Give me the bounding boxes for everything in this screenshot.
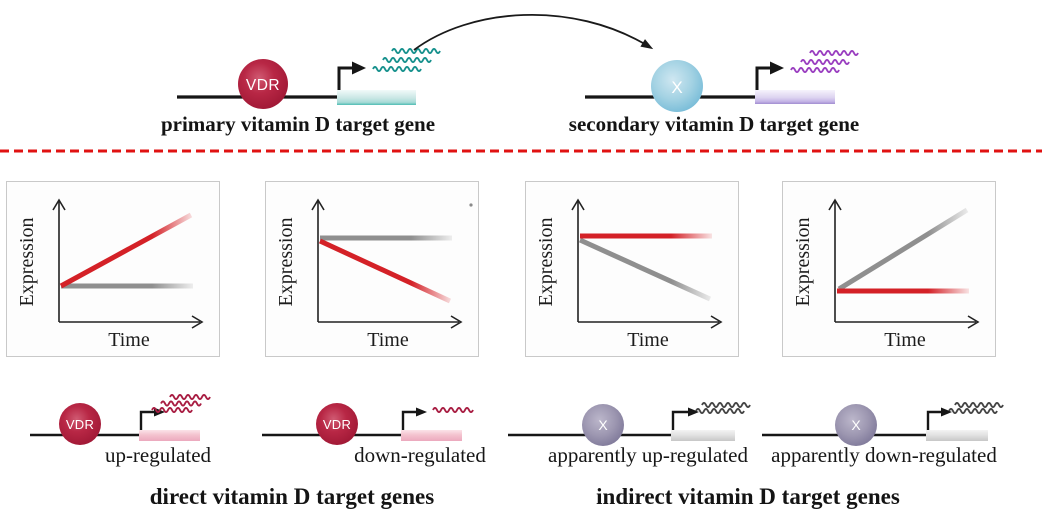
factor-x-circle: [582, 404, 624, 446]
y-axis-label: Expression: [16, 218, 38, 307]
axes: [577, 201, 719, 323]
curved-arrowhead-icon: [640, 39, 654, 50]
plot-2-svg: Expression Time: [275, 198, 473, 351]
transcription-start-arrow: [139, 410, 154, 430]
axes: [317, 201, 459, 323]
y-axis-label: Expression: [535, 218, 557, 307]
x-axis-arrow-icon: [967, 315, 980, 329]
mrna-squiggle-gray: [954, 401, 1004, 409]
transcription-start-arrow: [337, 66, 352, 90]
regulation-caption: down-regulated: [354, 443, 486, 467]
gene-body-pink: [139, 430, 200, 441]
top-diagram: VDR primary vitamin D target gene X seco…: [0, 13, 1042, 153]
factor-x-label: X: [851, 417, 861, 433]
vdr-factor-label: VDR: [246, 77, 280, 94]
transcription-start-arrow: [401, 410, 416, 430]
mrna-squiggle-purple: [800, 58, 850, 66]
vdr-factor-circle: [59, 403, 101, 445]
gray-rising-line: [837, 207, 969, 292]
mrna-squiggle-gray: [695, 407, 745, 415]
factor-x-label: X: [671, 78, 682, 97]
red-rising-line: [59, 212, 193, 289]
x-axis-label: Time: [884, 329, 926, 351]
y-axis-label: Expression: [792, 218, 814, 307]
primary-gene-caption: primary vitamin D target gene: [161, 112, 435, 136]
regulation-caption: apparently down-regulated: [771, 443, 997, 467]
direct-group-title: direct vitamin D target genes: [150, 484, 434, 509]
indirect-down-regulated-diagram: X apparently down-regulated: [762, 401, 1004, 467]
transcription-arrowhead-icon: [941, 407, 952, 417]
mrna-squiggle-purple: [809, 49, 859, 57]
y-axis-arrow-icon: [52, 198, 66, 211]
gene-body-pink: [401, 430, 462, 441]
direct-up-regulated-diagram: VDR up-regulated: [30, 393, 212, 467]
regulation-caption: apparently up-regulated: [548, 443, 748, 467]
vdr-factor-circle: [316, 403, 358, 445]
mrna-squiggle-teal: [382, 56, 432, 64]
expression-plot-2: Expression Time: [265, 181, 479, 357]
plot-4-svg: Expression Time: [792, 198, 980, 351]
stray-dot: [469, 203, 473, 207]
transcription-arrowhead-icon: [352, 61, 366, 75]
x-axis-label: Time: [627, 329, 669, 351]
mrna-squiggle-crimson: [432, 406, 474, 414]
axes: [58, 201, 200, 323]
axes: [834, 201, 976, 323]
plot-1-svg: Expression Time: [16, 198, 204, 351]
factor-x-circle: [651, 60, 703, 112]
expression-plot-4: Expression Time: [782, 181, 996, 357]
gene-body-purple: [755, 90, 835, 104]
indirect-up-regulated-diagram: X apparently up-regulated: [508, 401, 751, 467]
direct-down-regulated-diagram: VDR down-regulated: [262, 403, 486, 467]
factor-x-circle: [835, 404, 877, 446]
y-axis-arrow-icon: [571, 198, 585, 211]
vdr-factor-circle: [238, 59, 288, 109]
mrna-squiggle-purple: [790, 66, 840, 74]
x-axis-arrow-icon: [450, 315, 463, 329]
x-axis-arrow-icon: [191, 315, 204, 329]
gene-body-gray: [926, 430, 988, 441]
indirect-group-title: indirect vitamin D target genes: [596, 484, 900, 509]
y-axis-label: Expression: [275, 218, 297, 307]
mrna-squiggle-gray: [701, 401, 751, 409]
x-axis-label: Time: [108, 329, 150, 351]
induction-curved-arrow: [413, 13, 649, 51]
secondary-gene-diagram: X secondary vitamin D target gene: [569, 49, 859, 136]
secondary-gene-caption: secondary vitamin D target gene: [569, 112, 859, 136]
gray-falling-line: [578, 237, 712, 302]
factor-x-label: X: [598, 417, 608, 433]
y-axis-arrow-icon: [311, 198, 325, 211]
mrna-squiggle-crimson: [160, 400, 202, 407]
x-axis-label: Time: [367, 329, 409, 351]
transcription-start-arrow: [755, 66, 770, 90]
x-axis-arrow-icon: [710, 315, 723, 329]
vdr-factor-label: VDR: [323, 417, 351, 432]
transcription-start-arrow: [926, 410, 941, 430]
regulation-caption: up-regulated: [105, 443, 212, 467]
primary-gene-diagram: VDR primary vitamin D target gene: [161, 47, 441, 136]
transcription-arrowhead-icon: [688, 407, 699, 417]
gene-body-gray: [671, 430, 735, 441]
y-axis-arrow-icon: [828, 198, 842, 211]
mrna-squiggle-teal: [372, 65, 422, 73]
transcription-arrowhead-icon: [770, 61, 784, 75]
mrna-squiggle-crimson: [169, 393, 211, 401]
plot-3-svg: Expression Time: [535, 198, 723, 351]
vdr-factor-label: VDR: [66, 417, 94, 432]
transcription-start-arrow: [671, 410, 688, 430]
mrna-squiggle-gray: [948, 407, 998, 415]
transcription-arrowhead-icon: [416, 407, 427, 417]
gene-body-teal: [337, 90, 416, 105]
expression-plot-3: Expression Time: [525, 181, 739, 357]
red-falling-line: [318, 238, 452, 304]
expression-plot-1: Expression Time: [6, 181, 220, 357]
bottom-diagrams: VDR up-regulated VDR down-regulated X: [30, 393, 1004, 509]
